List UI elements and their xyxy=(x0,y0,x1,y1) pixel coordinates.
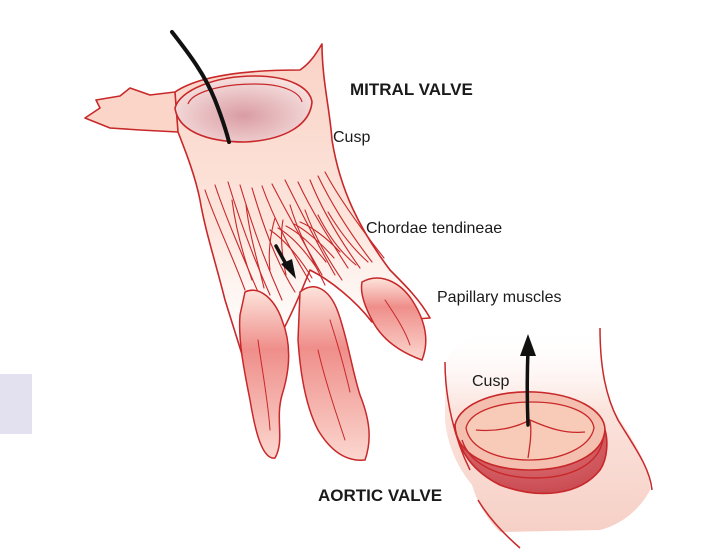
chordae-tendineae-label: Chordae tendineae xyxy=(366,220,503,237)
side-tab xyxy=(0,374,32,434)
mitral-valve-structure xyxy=(84,43,431,461)
aortic-cusps xyxy=(465,401,595,461)
mitral-valve-title: MITRAL VALVE xyxy=(350,80,473,99)
papillary-muscle-center xyxy=(297,286,370,461)
atrial-tissue xyxy=(84,87,186,133)
mitral-cusp-label: Cusp xyxy=(333,129,371,146)
mitral-annulus xyxy=(174,75,313,143)
papillary-muscles-label: Papillary muscles xyxy=(437,289,562,306)
aortic-valve-structure xyxy=(444,327,653,549)
papillary-muscle-left xyxy=(238,289,290,459)
aortic-cusp-label: Cusp xyxy=(472,373,510,390)
aortic-valve-title: AORTIC VALVE xyxy=(318,486,443,505)
papillary-muscle-right xyxy=(360,277,427,361)
chordae-strands xyxy=(204,171,385,301)
arrow-icon xyxy=(274,244,296,279)
catheter-line xyxy=(170,30,231,144)
arrow-icon xyxy=(520,334,536,427)
